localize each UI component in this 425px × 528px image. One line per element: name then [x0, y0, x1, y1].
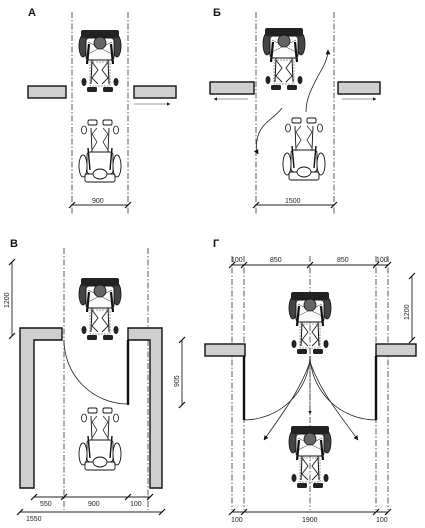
panel-b-letter: Б [213, 7, 221, 19]
panel-c-opening-dim: 900 [88, 501, 100, 508]
panel-b-wall-right [337, 81, 381, 95]
panel-a-letter: А [28, 7, 36, 19]
panel-b-width-dim: 1500 [285, 198, 301, 205]
panel-d-wall-right [375, 343, 417, 357]
panel-d-top-left-dim: 100 [231, 257, 243, 264]
panel-a: А 900 [27, 7, 177, 214]
panel-b: Б 1500 [209, 7, 381, 214]
panel-c-door-swing [63, 339, 129, 405]
panel-d-door-swing-right [309, 355, 377, 421]
panel-d-door-swing-left [243, 355, 311, 421]
panel-b-path-left [253, 107, 283, 155]
panel-d-top-mid-right-dim: 850 [337, 257, 349, 264]
panel-c-wall-left [19, 327, 63, 489]
panel-d-letter: Г [213, 238, 220, 250]
panel-b-wall-left [209, 81, 255, 95]
panel-c-letter: В [10, 238, 18, 250]
panel-d-bottom-right-dim: 100 [376, 517, 388, 524]
panel-b-wheelchair-top [261, 26, 307, 92]
panel-a-wall-right [133, 85, 177, 99]
panel-d-wall-left [204, 343, 246, 357]
panel-a-wheelchair-top [77, 28, 123, 94]
panel-d-bottom-left-dim: 100 [231, 517, 243, 524]
panel-b-path-right [305, 49, 331, 113]
panel-c-clearance-dim: 1200 [4, 292, 11, 308]
panel-a-wheelchair-bottom [78, 119, 122, 183]
panel-d: Г 100 850 850 100 1200 [204, 238, 417, 524]
panel-c-total-dim: 1550 [26, 516, 42, 523]
panel-c-wall-right [127, 327, 163, 489]
panel-d-arrow-left [263, 361, 311, 441]
panel-a-width-dim: 900 [92, 198, 104, 205]
panel-a-wall-left [27, 85, 67, 99]
panel-c-door-dim: 905 [174, 375, 181, 387]
panel-d-arrow-right [309, 361, 359, 441]
panel-d-bottom-mid-dim: 1900 [302, 517, 318, 524]
panel-d-clearance-dim: 1200 [404, 304, 411, 320]
panel-b-wheelchair-bottom [282, 117, 326, 181]
panel-c-right-dim: 100 [130, 501, 142, 508]
panel-c: В 1200 905 550 900 100 1550 [4, 238, 186, 523]
panel-d-top-mid-left-dim: 850 [270, 257, 282, 264]
panel-d-top-right-dim: 100 [376, 257, 388, 264]
panel-c-left-dim: 550 [40, 501, 52, 508]
panel-c-wheelchair-top [77, 276, 123, 342]
panel-c-wheelchair-bottom [78, 407, 122, 471]
